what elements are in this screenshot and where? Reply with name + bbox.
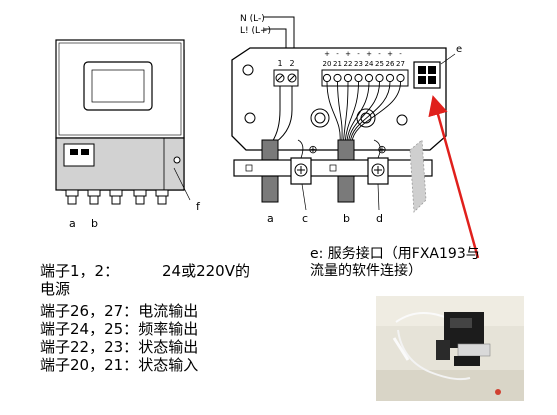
terminal-assignment-list: 端子1，2： 24或220V的 电源 端子26，27：电流输出 端子24，25：频…	[40, 262, 250, 374]
terminal-number: 23	[354, 60, 363, 68]
terminal-polarity: +	[324, 50, 330, 58]
signal-wire	[346, 81, 370, 143]
terminal-row: 端子26，27：电流输出	[40, 302, 250, 320]
terminal-polarity: +	[366, 50, 372, 58]
signal-wire	[351, 81, 401, 143]
cover-screw-icon	[173, 156, 181, 164]
terminal-polarity: -	[357, 50, 360, 58]
transmitter-housing	[55, 39, 185, 205]
terminal-row: 端子22，23：状态输出	[40, 338, 250, 356]
service-note-line: e: 服务接口（用FXA193与	[310, 246, 480, 262]
left-callout-b: b	[91, 217, 98, 230]
right-callout-b: b	[343, 212, 350, 225]
terminal-number: 24	[365, 60, 374, 68]
terminal-number: 2	[289, 59, 294, 68]
terminal-label: 端子24，25：	[40, 320, 139, 338]
terminal-row: 端子1，2： 24或220V的	[40, 262, 250, 280]
terminal-screw-icon	[333, 73, 342, 83]
signal-wire	[349, 81, 391, 143]
terminal-desc: 24或220V的	[162, 262, 250, 280]
terminal-desc: 状态输出	[138, 338, 199, 356]
board-mounting-hole	[396, 114, 408, 126]
terminal-polarity: -	[336, 50, 339, 58]
terminal-number: 26	[386, 60, 395, 68]
wire-label-l: L! (L+)	[240, 26, 271, 36]
terminal-desc: 频率输出	[138, 320, 199, 338]
terminal-screw-icon	[375, 73, 384, 83]
terminal-desc: 状态输入	[138, 356, 199, 374]
ground-rail	[233, 159, 433, 177]
signal-terminal-screws	[322, 73, 405, 83]
terminal-polarity: -	[399, 50, 402, 58]
signal-polarity-row: +-+-+-+-	[324, 50, 402, 58]
terminal-polarity: -	[378, 50, 381, 58]
signal-wire	[348, 81, 380, 143]
ground-clamp-c	[290, 157, 312, 185]
terminal-row: 端子24，25：频率输出	[40, 320, 250, 338]
terminal-label: 端子1，2：	[40, 262, 120, 280]
signal-cable-wires	[326, 81, 401, 143]
board-mounting-hole	[244, 112, 256, 124]
power-cable-wires	[271, 86, 293, 143]
right-callout-d: d	[376, 212, 383, 225]
board-mounting-hole	[310, 108, 330, 128]
terminal-label: 端子20，21：	[40, 356, 139, 374]
terminal-number: 27	[396, 60, 405, 68]
terminal-number: 20	[323, 60, 332, 68]
right-callout-c: c	[302, 212, 308, 225]
service-interface-arrow	[428, 95, 480, 259]
right-callout-a: a	[267, 212, 274, 225]
board-mounting-hole	[242, 64, 254, 76]
terminal-screw-icon	[364, 73, 374, 83]
ground-symbol-icon: ⊕	[377, 143, 386, 156]
signal-wire	[344, 81, 359, 143]
terminal-number: 25	[375, 60, 384, 68]
signal-wire	[342, 81, 349, 143]
terminal-screw-icon	[343, 73, 353, 83]
terminal-polarity: +	[387, 50, 393, 58]
left-callout-a: a	[69, 217, 76, 230]
wire-label-n: N (L-)	[240, 14, 265, 24]
terminal-screw-icon	[322, 73, 332, 83]
terminal-screw-icon	[396, 73, 405, 83]
service-adapter-photo	[376, 296, 524, 401]
terminal-label: 端子26，27：	[40, 302, 139, 320]
terminal-label: 电源	[40, 280, 71, 298]
terminal-row: 端子20，21：状态输入	[40, 356, 250, 374]
service-interface-note: e: 服务接口（用FXA193与 流量的软件连接）	[310, 246, 480, 280]
terminal-desc: 电流输出	[138, 302, 199, 320]
right-callout-e: e	[456, 44, 462, 55]
terminal-label: 端子22，23：	[40, 338, 139, 356]
cable-glands	[65, 189, 169, 205]
signal-wire	[337, 81, 343, 143]
terminal-screw-icon	[385, 73, 395, 83]
service-interface-socket	[413, 61, 441, 89]
terminal-number: 1	[277, 59, 282, 68]
ground-clamp-d	[367, 157, 389, 185]
terminal-number: 21	[333, 60, 342, 68]
signal-wire	[326, 81, 341, 143]
terminal-polarity: +	[345, 50, 351, 58]
terminal-row: 电源	[40, 280, 250, 298]
terminal-number: 22	[344, 60, 353, 68]
left-callout-f: f	[196, 200, 201, 213]
display-window	[83, 61, 153, 111]
terminal-screw-icon	[354, 73, 363, 83]
service-note-line: 流量的软件连接）	[310, 263, 422, 279]
cable-shield	[409, 139, 427, 213]
ground-symbol-icon: ⊕	[308, 143, 317, 156]
